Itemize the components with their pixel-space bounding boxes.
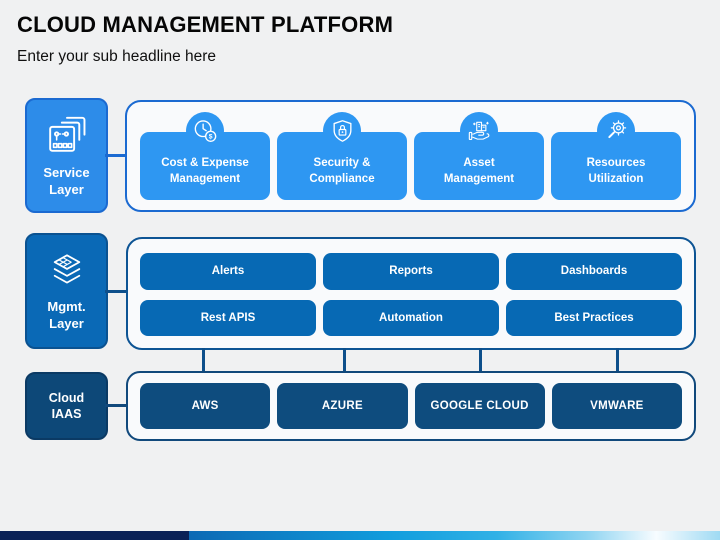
service-item-resources-utilization: Resources Utilization [551, 112, 681, 200]
service-layer-box: Service Layer [25, 98, 108, 213]
service-item-label: Cost & Expense Management [161, 156, 249, 185]
iaas-item-google-cloud: GOOGLE CLOUD [414, 383, 545, 429]
mgmt-item-reports: Reports [323, 253, 499, 290]
mgmt-layer-label: Mgmt. Layer [47, 298, 86, 331]
shield-lock-icon [323, 112, 361, 150]
svg-text:$: $ [208, 133, 212, 140]
vertical-connector-4 [616, 348, 619, 372]
service-layer-container: $ Cost & Expense Management [125, 100, 696, 212]
mgmt-item-alerts: Alerts [140, 253, 316, 290]
mgmt-item-dashboards: Dashboards [506, 253, 682, 290]
cloud-iaas-box: Cloud IAAS [25, 372, 108, 440]
clock-dollar-icon: $ [186, 112, 224, 150]
hand-assets-icon [460, 112, 498, 150]
mgmt-layer-box: Mgmt. Layer [25, 233, 108, 349]
stacked-documents-icon [48, 116, 85, 152]
iaas-item-aws: AWS [140, 383, 271, 429]
vertical-connector-3 [479, 348, 482, 372]
iaas-item-azure: AZURE [277, 383, 408, 429]
mgmt-items-grid: Alerts Reports Dashboards Rest APIS Auto… [140, 253, 682, 336]
mgmt-layer-container: Alerts Reports Dashboards Rest APIS Auto… [126, 237, 696, 350]
cloud-iaas-container: AWS AZURE GOOGLE CLOUD VMWARE [126, 371, 696, 441]
iaas-connector-line [105, 404, 128, 407]
vertical-connector-1 [202, 348, 205, 372]
mgmt-item-rest-apis: Rest APIS [140, 299, 316, 336]
slide-subtitle: Enter your sub headline here [17, 48, 217, 65]
cloud-iaas-label: Cloud IAAS [48, 390, 85, 421]
service-item-label: Asset Management [443, 156, 515, 185]
slide-title: CLOUD MANAGEMENT PLATFORM [17, 12, 394, 37]
service-item-label: Security & Compliance [309, 156, 375, 185]
service-item-label: Resources Utilization [586, 156, 646, 185]
service-connector-line [105, 154, 127, 157]
footer-bar-gradient [189, 531, 720, 540]
service-item-security-compliance: Security & Compliance [277, 112, 407, 200]
service-layer-label: Service Layer [43, 165, 90, 197]
iaas-item-vmware: VMWARE [551, 383, 682, 429]
mgmt-item-best-practices: Best Practices [506, 299, 682, 336]
service-items-row: $ Cost & Expense Management [140, 112, 681, 200]
iaas-items-row: AWS AZURE GOOGLE CLOUD VMWARE [140, 383, 682, 429]
service-item-cost-expense: $ Cost & Expense Management [140, 112, 270, 200]
gear-magnifier-icon [597, 112, 635, 150]
footer-bar-navy [0, 531, 189, 540]
stacked-layers-icon [53, 254, 80, 284]
service-item-asset-management: Asset Management [414, 112, 544, 200]
vertical-connector-2 [343, 348, 346, 372]
mgmt-item-automation: Automation [323, 299, 499, 336]
mgmt-connector-line [105, 290, 128, 293]
